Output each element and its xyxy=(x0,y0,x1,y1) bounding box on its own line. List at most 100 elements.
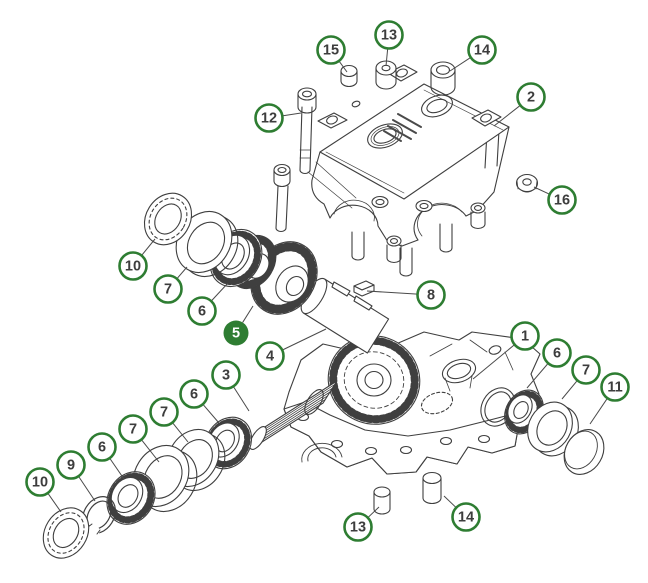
right-bearing-stack xyxy=(480,387,605,475)
callout-13-1[interactable]: 13 xyxy=(374,20,404,50)
key-8 xyxy=(353,280,375,297)
callout-6-13[interactable]: 6 xyxy=(542,338,572,368)
leader-line-10 xyxy=(141,238,156,256)
callout-13-23[interactable]: 13 xyxy=(343,512,373,542)
callout-2-3[interactable]: 2 xyxy=(516,82,546,112)
callout-10-6[interactable]: 10 xyxy=(118,251,148,281)
callout-circle[interactable] xyxy=(118,414,148,444)
callout-circle[interactable] xyxy=(571,355,601,385)
callout-circle[interactable] xyxy=(416,280,446,310)
callout-7-18[interactable]: 7 xyxy=(149,397,179,427)
oil-seal-10-b xyxy=(42,507,90,559)
callout-circle[interactable] xyxy=(254,103,284,133)
leader-line-1 xyxy=(472,344,515,380)
callout-number: 6 xyxy=(98,440,106,456)
callout-number: 10 xyxy=(32,475,48,491)
callout-number: 6 xyxy=(553,346,561,362)
callout-9-21[interactable]: 9 xyxy=(56,450,86,480)
callout-number: 13 xyxy=(381,28,397,44)
callout-3-16[interactable]: 3 xyxy=(211,360,241,390)
callout-number: 3 xyxy=(222,368,230,384)
leader-line-7 xyxy=(176,266,188,280)
callout-circle[interactable] xyxy=(179,379,209,409)
leader-line-14 xyxy=(443,495,457,509)
callout-10-22[interactable]: 10 xyxy=(25,467,55,497)
bearing-cone-6-b xyxy=(106,471,156,525)
leader-line-16 xyxy=(533,186,550,195)
leader-line-10 xyxy=(47,492,62,513)
callout-number: 2 xyxy=(527,90,535,106)
plug-15 xyxy=(340,64,358,87)
dowel-13 xyxy=(373,486,391,515)
callout-circle[interactable] xyxy=(547,185,577,215)
callout-8-11[interactable]: 8 xyxy=(416,280,446,310)
callout-number: 10 xyxy=(125,259,141,275)
callout-circle[interactable] xyxy=(516,82,546,112)
callout-circle[interactable] xyxy=(542,338,572,368)
callout-4-10[interactable]: 4 xyxy=(255,341,285,371)
callout-number: 12 xyxy=(261,111,277,127)
gearbox-line-art xyxy=(42,60,605,559)
callout-circle[interactable] xyxy=(149,397,179,427)
callout-number: 11 xyxy=(607,380,622,396)
callout-circle[interactable] xyxy=(56,450,86,480)
callout-circle[interactable] xyxy=(343,512,373,542)
callout-15-0[interactable]: 15 xyxy=(316,35,346,65)
callout-number: 7 xyxy=(160,405,168,421)
cover-corner-tabs xyxy=(317,64,502,129)
callout-number: 16 xyxy=(554,193,570,209)
callout-circle[interactable] xyxy=(374,20,404,50)
callout-circle[interactable] xyxy=(187,296,217,326)
leader-line-3 xyxy=(232,386,250,412)
callout-7-7[interactable]: 7 xyxy=(153,274,183,304)
leader-line-12 xyxy=(282,112,302,117)
callout-number: 8 xyxy=(427,288,435,304)
leader-line-5 xyxy=(242,305,254,323)
breather-nut-16 xyxy=(515,173,539,193)
leader-line-8 xyxy=(366,290,418,295)
callout-circle[interactable] xyxy=(316,35,346,65)
callout-6-8[interactable]: 6 xyxy=(187,296,217,326)
dowel-14 xyxy=(422,471,442,505)
callout-6-20[interactable]: 6 xyxy=(87,432,117,462)
callout-number: 5 xyxy=(232,326,240,342)
callout-circle[interactable] xyxy=(451,502,481,532)
leader-line-7 xyxy=(140,439,160,463)
splined-shaft-3 xyxy=(249,380,338,450)
callout-circle[interactable] xyxy=(467,35,497,65)
callout-circle[interactable] xyxy=(25,467,55,497)
callout-circle[interactable] xyxy=(510,321,540,351)
callout-number: 14 xyxy=(458,510,474,526)
callout-circle[interactable] xyxy=(211,360,241,390)
leader-line-7 xyxy=(172,422,189,443)
leader-line-11 xyxy=(589,397,608,425)
callout-number: 9 xyxy=(67,458,75,474)
callout-circle[interactable] xyxy=(600,372,630,402)
leader-line-13 xyxy=(367,506,380,519)
callout-number: 13 xyxy=(350,520,366,536)
callout-circle[interactable] xyxy=(87,432,117,462)
callout-14-24[interactable]: 14 xyxy=(451,502,481,532)
callout-number: 14 xyxy=(474,43,490,59)
bushing-14 xyxy=(430,61,456,96)
callout-6-17[interactable]: 6 xyxy=(179,379,209,409)
callout-circle-selected[interactable] xyxy=(223,320,249,346)
cap-screw-left xyxy=(297,87,317,174)
callout-7-14[interactable]: 7 xyxy=(571,355,601,385)
callout-circle[interactable] xyxy=(153,274,183,304)
leader-line-6 xyxy=(526,362,549,389)
callout-1-12[interactable]: 1 xyxy=(510,321,540,351)
callout-number: 1 xyxy=(521,329,529,345)
callout-12-4[interactable]: 12 xyxy=(254,103,284,133)
callout-number: 6 xyxy=(190,387,198,403)
callout-11-15[interactable]: 11 xyxy=(600,372,630,402)
leader-line-6 xyxy=(210,282,229,302)
callout-number: 15 xyxy=(323,43,339,59)
callout-16-5[interactable]: 16 xyxy=(547,185,577,215)
callout-14-2[interactable]: 14 xyxy=(467,35,497,65)
callout-7-19[interactable]: 7 xyxy=(118,414,148,444)
callout-circle[interactable] xyxy=(255,341,285,371)
callout-circle[interactable] xyxy=(118,251,148,281)
callout-5-9[interactable]: 5 xyxy=(223,320,249,346)
